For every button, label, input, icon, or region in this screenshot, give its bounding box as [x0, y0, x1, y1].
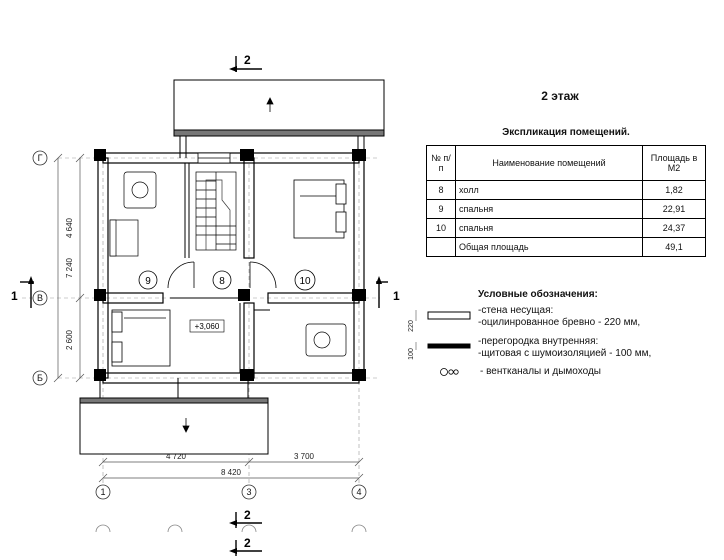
section-label-top: 2 — [244, 53, 251, 67]
row-room-name: холл — [455, 180, 643, 200]
section-label-bottom-2: 2 — [244, 536, 251, 550]
row-room-name: спальня — [455, 218, 643, 238]
axis-label-g: Г — [38, 153, 43, 163]
dim-bottom-right: 3 700 — [294, 452, 315, 461]
legend-title: Условные обозначения: — [478, 289, 598, 300]
row-number: 9 — [426, 199, 456, 219]
section-label-bottom: 2 — [244, 508, 251, 522]
legend-vent-text: - вентканалы и дымоходы — [480, 366, 601, 377]
axis-label-b: Б — [37, 373, 43, 383]
table-row: 9 спальня 22,91 — [426, 199, 706, 219]
row-area: 22,91 — [642, 199, 706, 219]
row-area: 1,82 — [642, 180, 706, 200]
legend-wall-text: -стена несущая: -оцилинрованное бревно -… — [478, 305, 640, 329]
cut-label-right: 1 — [393, 289, 400, 303]
explication-table: № п/п Наименование помещений Площадь в М… — [426, 145, 706, 257]
explication-header-row: № п/п Наименование помещений Площадь в М… — [426, 145, 706, 181]
row-number: 8 — [426, 180, 456, 200]
explication-title: Экспликация помещений. — [502, 127, 630, 138]
dim-left-top: 4 640 — [65, 217, 74, 238]
header-room-name: Наименование помещений — [455, 145, 643, 181]
legend-partition-text: -перегородка внутренняя: -щитовая с шумо… — [478, 336, 651, 360]
floor-title: 2 этаж — [541, 89, 579, 103]
total-value: 49,1 — [642, 237, 706, 257]
total-row-empty — [426, 237, 456, 257]
total-label: Общая площадь — [455, 237, 643, 257]
legend-dim-wall: 220 — [408, 320, 415, 332]
legend-dim-partition: 100 — [408, 348, 415, 360]
total-row: Общая площадь 49,1 — [426, 237, 706, 257]
row-area: 24,37 — [642, 218, 706, 238]
table-row: 8 холл 1,82 — [426, 180, 706, 200]
axis-label-3: 3 — [246, 487, 251, 497]
dim-bottom-total: 8 420 — [221, 468, 242, 477]
legend-wall-line1: -стена несущая: — [478, 305, 554, 316]
room-number-9: 9 — [145, 276, 151, 287]
room-number-10: 10 — [299, 276, 311, 287]
legend-wall-line2: -оцилинрованное бревно - 220 мм, — [478, 317, 641, 328]
row-room-name: спальня — [455, 199, 643, 219]
room-number-8: 8 — [219, 276, 225, 287]
axis-label-1: 1 — [100, 487, 105, 497]
legend-partition-line1: -перегородка внутренняя: — [478, 336, 599, 347]
axis-label-4: 4 — [356, 487, 361, 497]
floor-level-mark: +3,060 — [195, 322, 220, 331]
cut-label-left: 1 — [11, 289, 18, 303]
legend-partition-line2: -щитовая с шумоизоляцией - 100 мм, — [478, 348, 652, 359]
table-row: 10 спальня 24,37 — [426, 218, 706, 238]
axis-label-v: В — [37, 293, 43, 303]
header-number: № п/п — [426, 145, 456, 181]
vent-icon — [440, 368, 459, 376]
dim-left-total: 7 240 — [65, 257, 74, 278]
dim-bottom-left: 4 720 — [166, 452, 187, 461]
header-area: Площадь в М2 — [642, 145, 706, 181]
row-number: 10 — [426, 218, 456, 238]
dim-left-bottom: 2 600 — [65, 329, 74, 350]
